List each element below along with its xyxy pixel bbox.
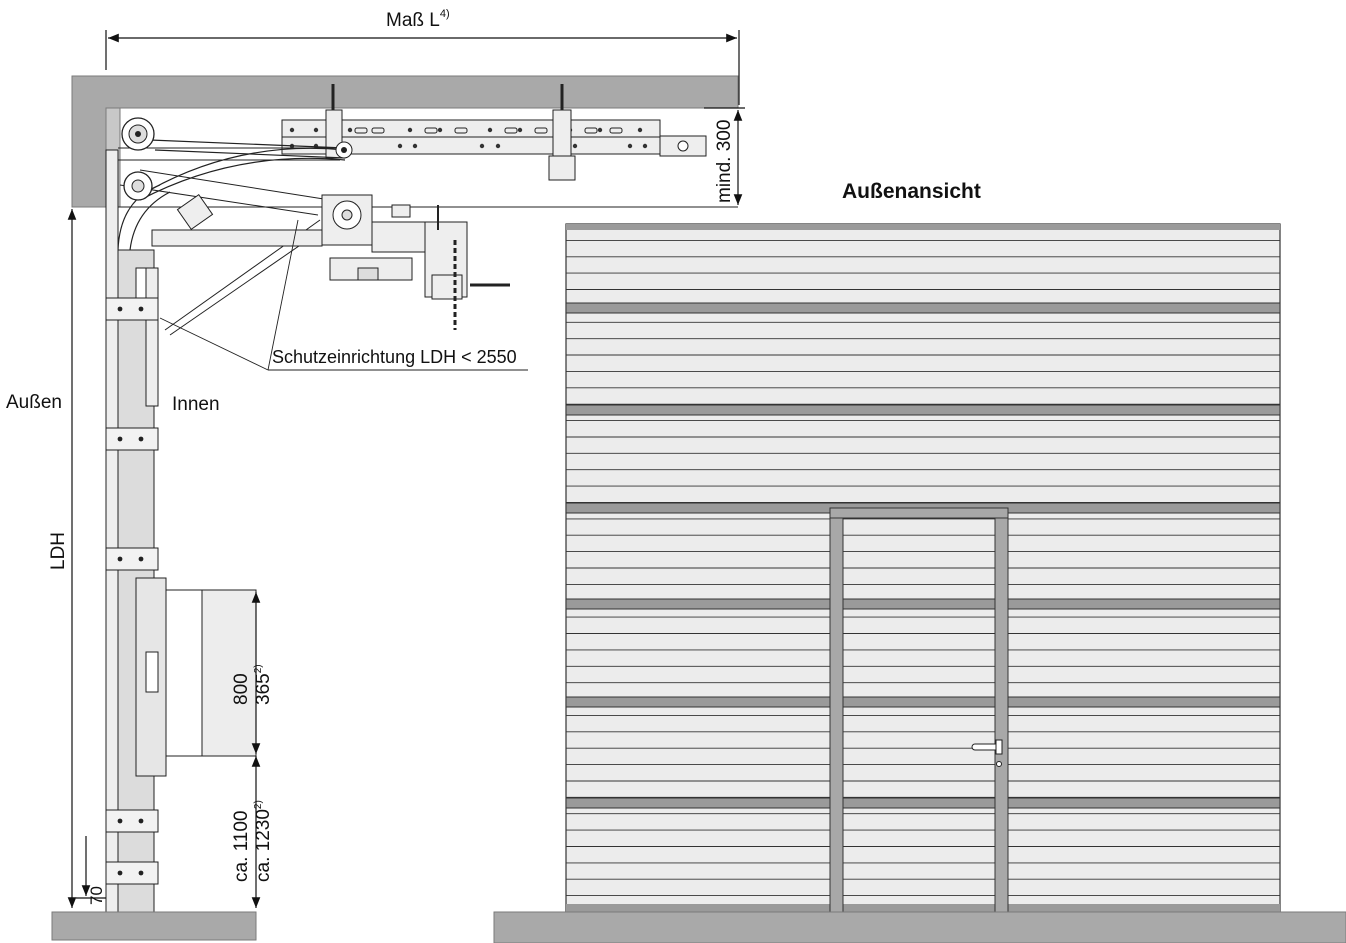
dim-1230-footnote: 2) <box>253 800 264 809</box>
door-section-divider <box>565 404 1281 416</box>
door-frame-side <box>105 149 257 913</box>
dim-70-label: 70 <box>87 886 106 905</box>
door-section-divider <box>565 302 1281 314</box>
door-handle <box>971 739 1003 767</box>
schutz-label: Schutzeinrichtung LDH < 2550 <box>272 347 517 367</box>
mind-300-label: mind. 300 <box>714 120 735 203</box>
door-bottom-rail <box>566 904 1280 912</box>
dim-365-label: 365 <box>253 673 274 705</box>
door-section-divider <box>565 598 1281 610</box>
dimension-1100: ca. 1100 ca. 12302) <box>231 756 274 908</box>
svg-text:Maß L4): Maß L4) <box>386 8 450 31</box>
svg-text:3652): 3652) <box>253 664 274 705</box>
floor-left <box>51 911 257 941</box>
dimension-mind-300: mind. 300 <box>704 107 745 205</box>
wicket-door-top-frame <box>829 507 1009 519</box>
ldh-label: LDH <box>48 532 69 570</box>
door-top-rail <box>566 224 1280 230</box>
outside-view-door <box>565 223 1281 913</box>
wicket-door-left-frame <box>829 507 844 913</box>
operator-unit <box>151 194 510 330</box>
wicket-door-right-frame <box>994 517 1009 913</box>
door-slat-lines <box>566 239 1280 897</box>
dimension-mass-l: Maß L4) <box>105 8 740 105</box>
innen-label: Innen <box>172 394 220 415</box>
floor-right <box>493 911 1346 943</box>
guide-rail <box>281 84 707 181</box>
schutzeinrichtung-callout: Schutzeinrichtung LDH < 2550 <box>159 219 528 371</box>
dim-1100-label: ca. 1100 <box>231 811 252 882</box>
svg-text:ca. 12302): ca. 12302) <box>253 800 274 882</box>
dim-800-label: 800 <box>231 673 252 705</box>
mass-l-label: Maß L <box>386 10 440 31</box>
mass-l-footnote: 4) <box>440 8 450 20</box>
aussenansicht-title: Außenansicht <box>842 180 981 203</box>
door-section-divider <box>565 797 1281 809</box>
door-section-divider <box>565 696 1281 708</box>
dimension-ldh: LDH <box>48 209 77 908</box>
dimension-800: 800 3652) <box>231 592 274 754</box>
aussen-label: Außen <box>6 392 62 413</box>
dim-1230-label: ca. 1230 <box>253 809 274 882</box>
dim-365-footnote: 2) <box>253 664 264 673</box>
curved-track <box>117 117 353 336</box>
